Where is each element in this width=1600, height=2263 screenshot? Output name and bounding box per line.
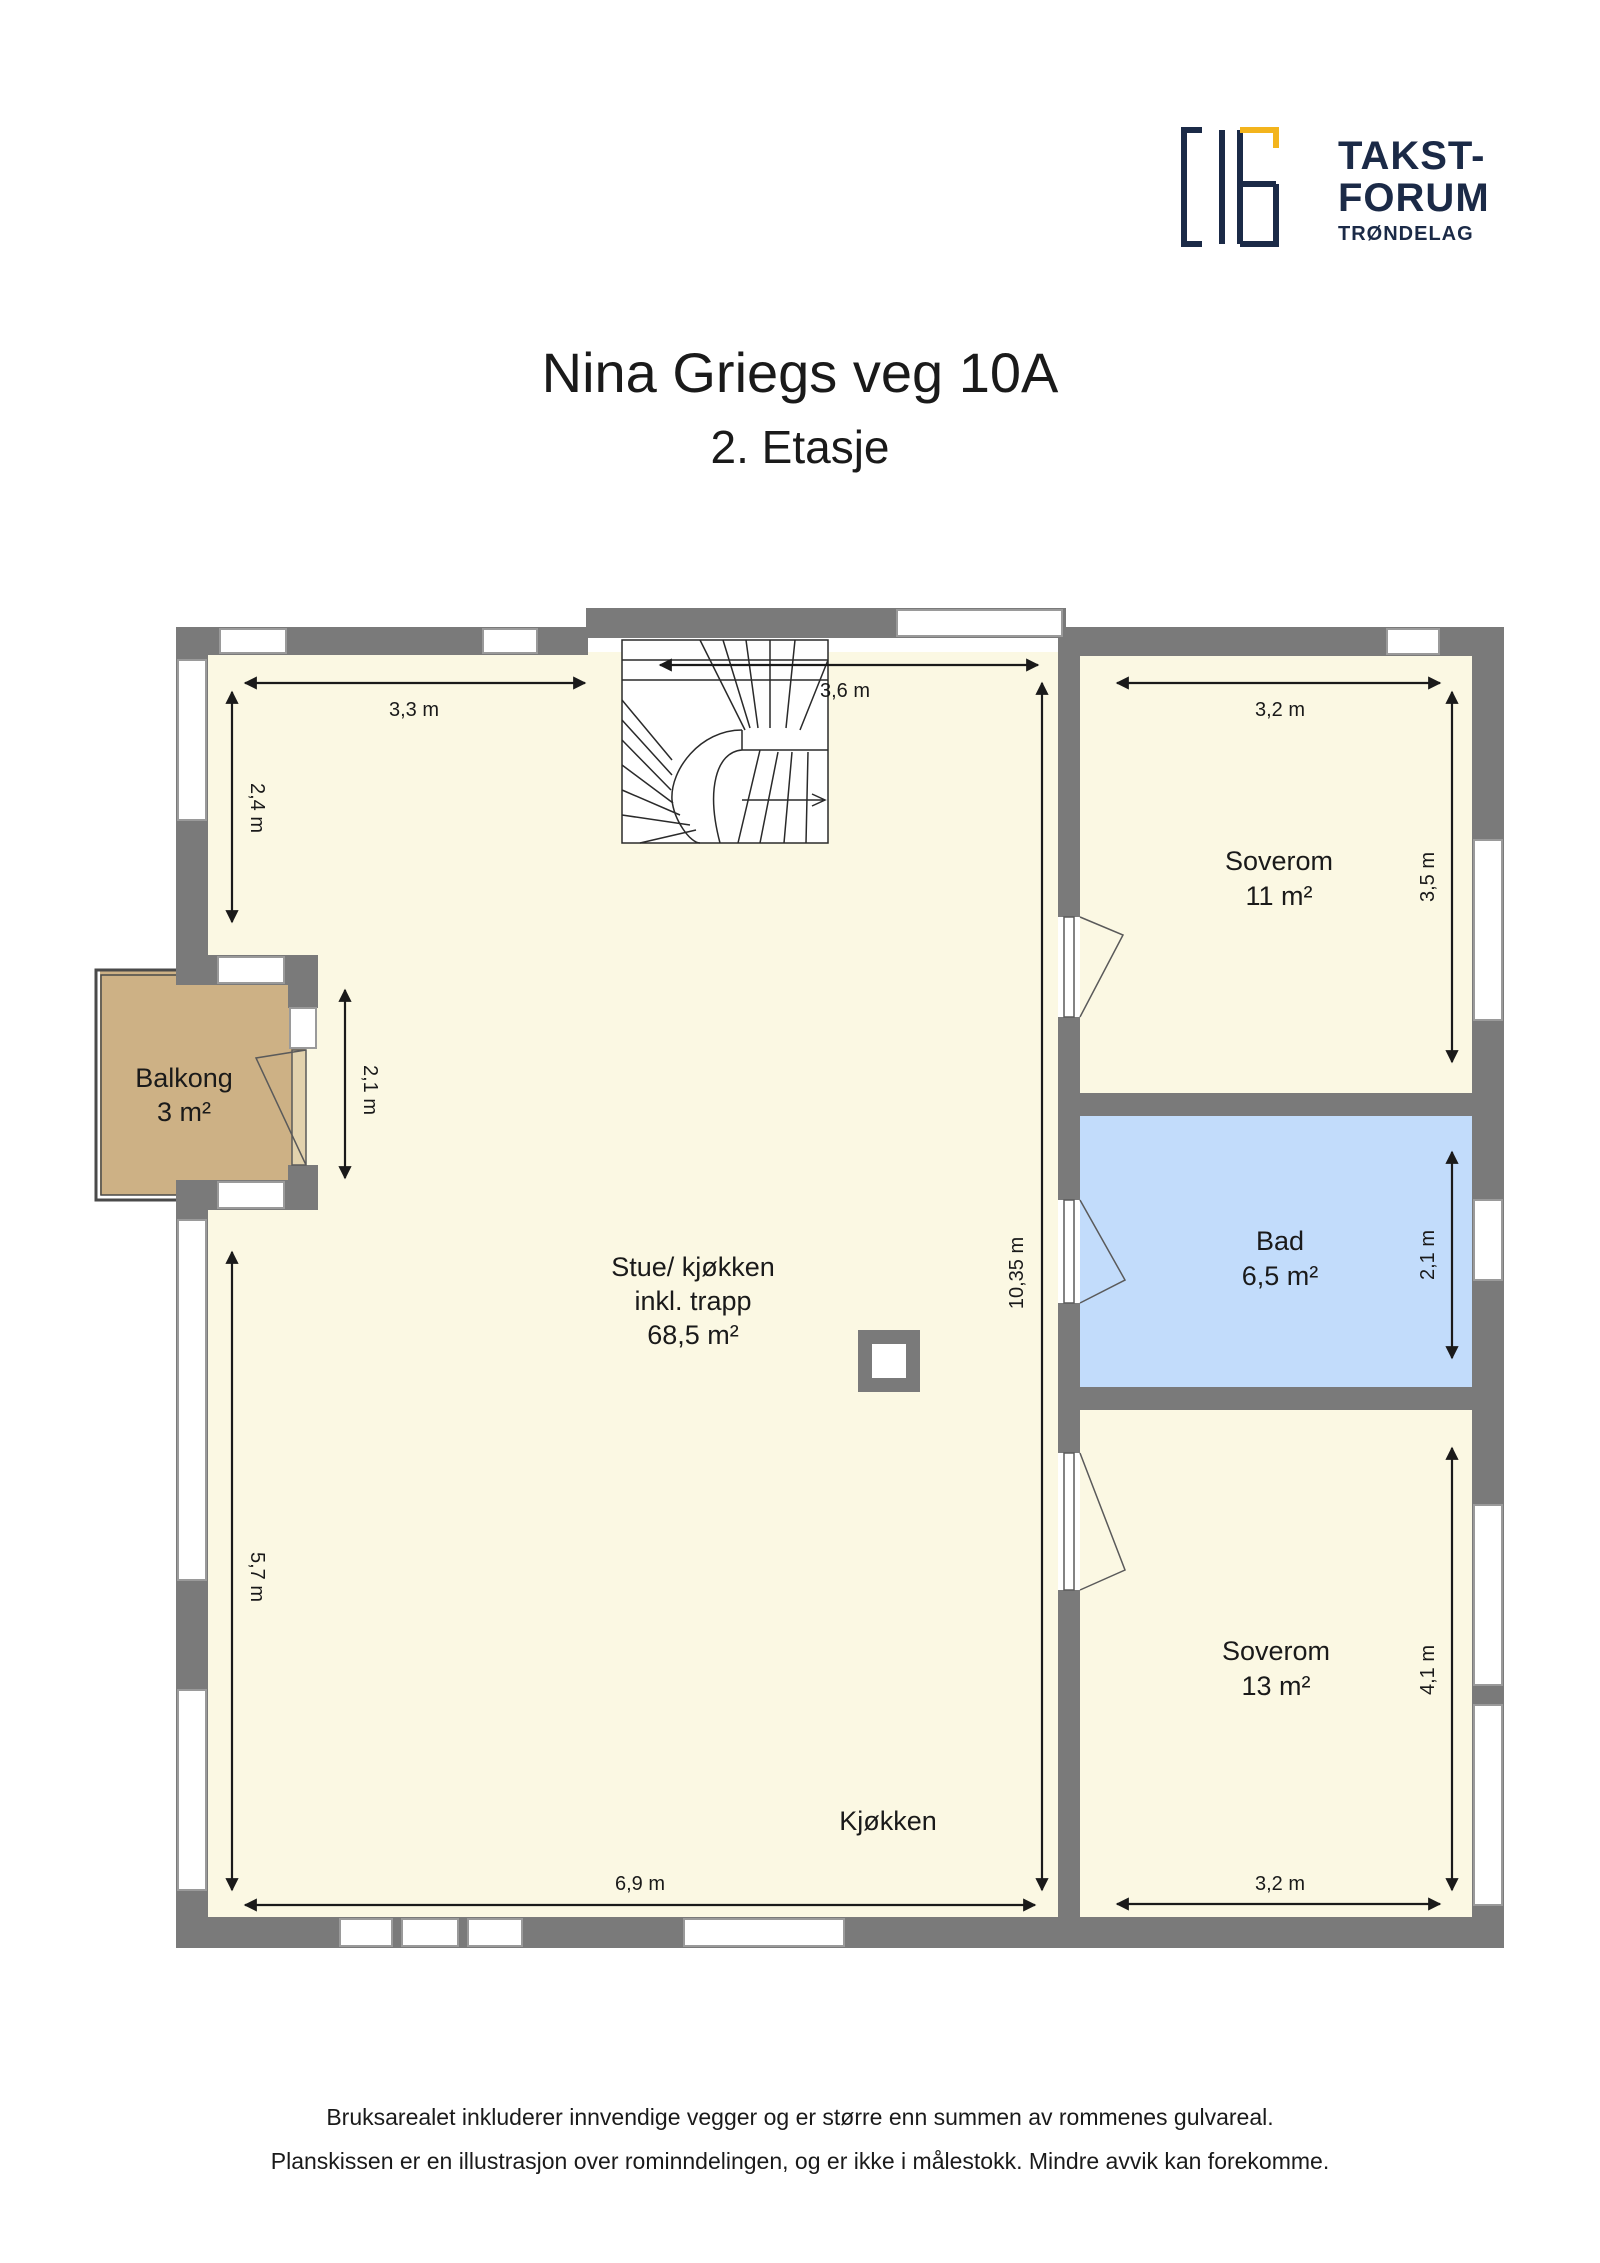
stue-floor bbox=[208, 652, 1058, 1917]
logo-mark-icon bbox=[1181, 127, 1279, 247]
footer-note-1: Bruksarealet inkluderer innvendige vegge… bbox=[326, 2104, 1274, 2130]
soverom1-floor bbox=[1080, 656, 1472, 1093]
page-subtitle: 2. Etasje bbox=[710, 421, 890, 473]
dim-bad-depth: 2,1 m bbox=[1417, 1230, 1439, 1280]
soverom2-area: 13 m² bbox=[1241, 1671, 1310, 1701]
balkong-railing bbox=[94, 968, 178, 1202]
stue-area: 68,5 m² bbox=[647, 1320, 739, 1350]
staircase bbox=[621, 639, 1038, 844]
bad-floor bbox=[1080, 1116, 1472, 1387]
balkong-label: Balkong bbox=[135, 1063, 233, 1093]
bad-area: 6,5 m² bbox=[1242, 1261, 1319, 1291]
dim-stue-depth: 10,35 m bbox=[1006, 1237, 1028, 1309]
dim-stue-top-left: 3,3 m bbox=[389, 699, 439, 721]
dim-stue-left-lower: 5,7 m bbox=[246, 1552, 268, 1602]
soverom2-label: Soverom bbox=[1222, 1636, 1330, 1666]
footer-note-2: Planskissen er en illustrasjon over romi… bbox=[270, 2148, 1330, 2174]
soverom1-label: Soverom bbox=[1225, 846, 1333, 876]
company-logo: TAKST- FORUM TRØNDELAG bbox=[1180, 122, 1500, 262]
dim-stue-top-right: 3,6 m bbox=[820, 680, 870, 702]
dim-stue-bottom: 6,9 m bbox=[615, 1873, 665, 1895]
kjokken-label: Kjøkken bbox=[839, 1806, 937, 1836]
balkong-area: 3 m² bbox=[157, 1097, 211, 1127]
dim-soverom2-width: 3,2 m bbox=[1255, 1873, 1305, 1895]
bad-label: Bad bbox=[1256, 1226, 1304, 1256]
stue-label-line1: Stue/ kjøkken bbox=[611, 1252, 775, 1282]
doors bbox=[254, 916, 1127, 1591]
dimension-lines bbox=[225, 658, 1459, 1912]
logo-line-3: TRØNDELAG bbox=[1338, 223, 1474, 245]
soverom1-area: 11 m² bbox=[1245, 881, 1312, 911]
balkong-floor bbox=[100, 970, 305, 1195]
page-title: Nina Griegs veg 10A bbox=[541, 341, 1059, 404]
soverom2-floor bbox=[1080, 1410, 1472, 1917]
windows bbox=[177, 609, 1503, 1947]
dim-soverom1-depth: 3,5 m bbox=[1417, 852, 1439, 902]
dim-stue-left-balcony: 2,1 m bbox=[359, 1065, 381, 1115]
stue-label-line2: inkl. trapp bbox=[634, 1286, 751, 1316]
dim-soverom1-width: 3,2 m bbox=[1255, 699, 1305, 721]
logo-line-1: TAKST- bbox=[1338, 134, 1486, 178]
dim-stue-left-upper: 2,4 m bbox=[246, 783, 268, 833]
chimney bbox=[858, 1330, 920, 1392]
dim-soverom2-depth: 4,1 m bbox=[1417, 1645, 1439, 1695]
logo-line-2: FORUM bbox=[1338, 176, 1490, 220]
